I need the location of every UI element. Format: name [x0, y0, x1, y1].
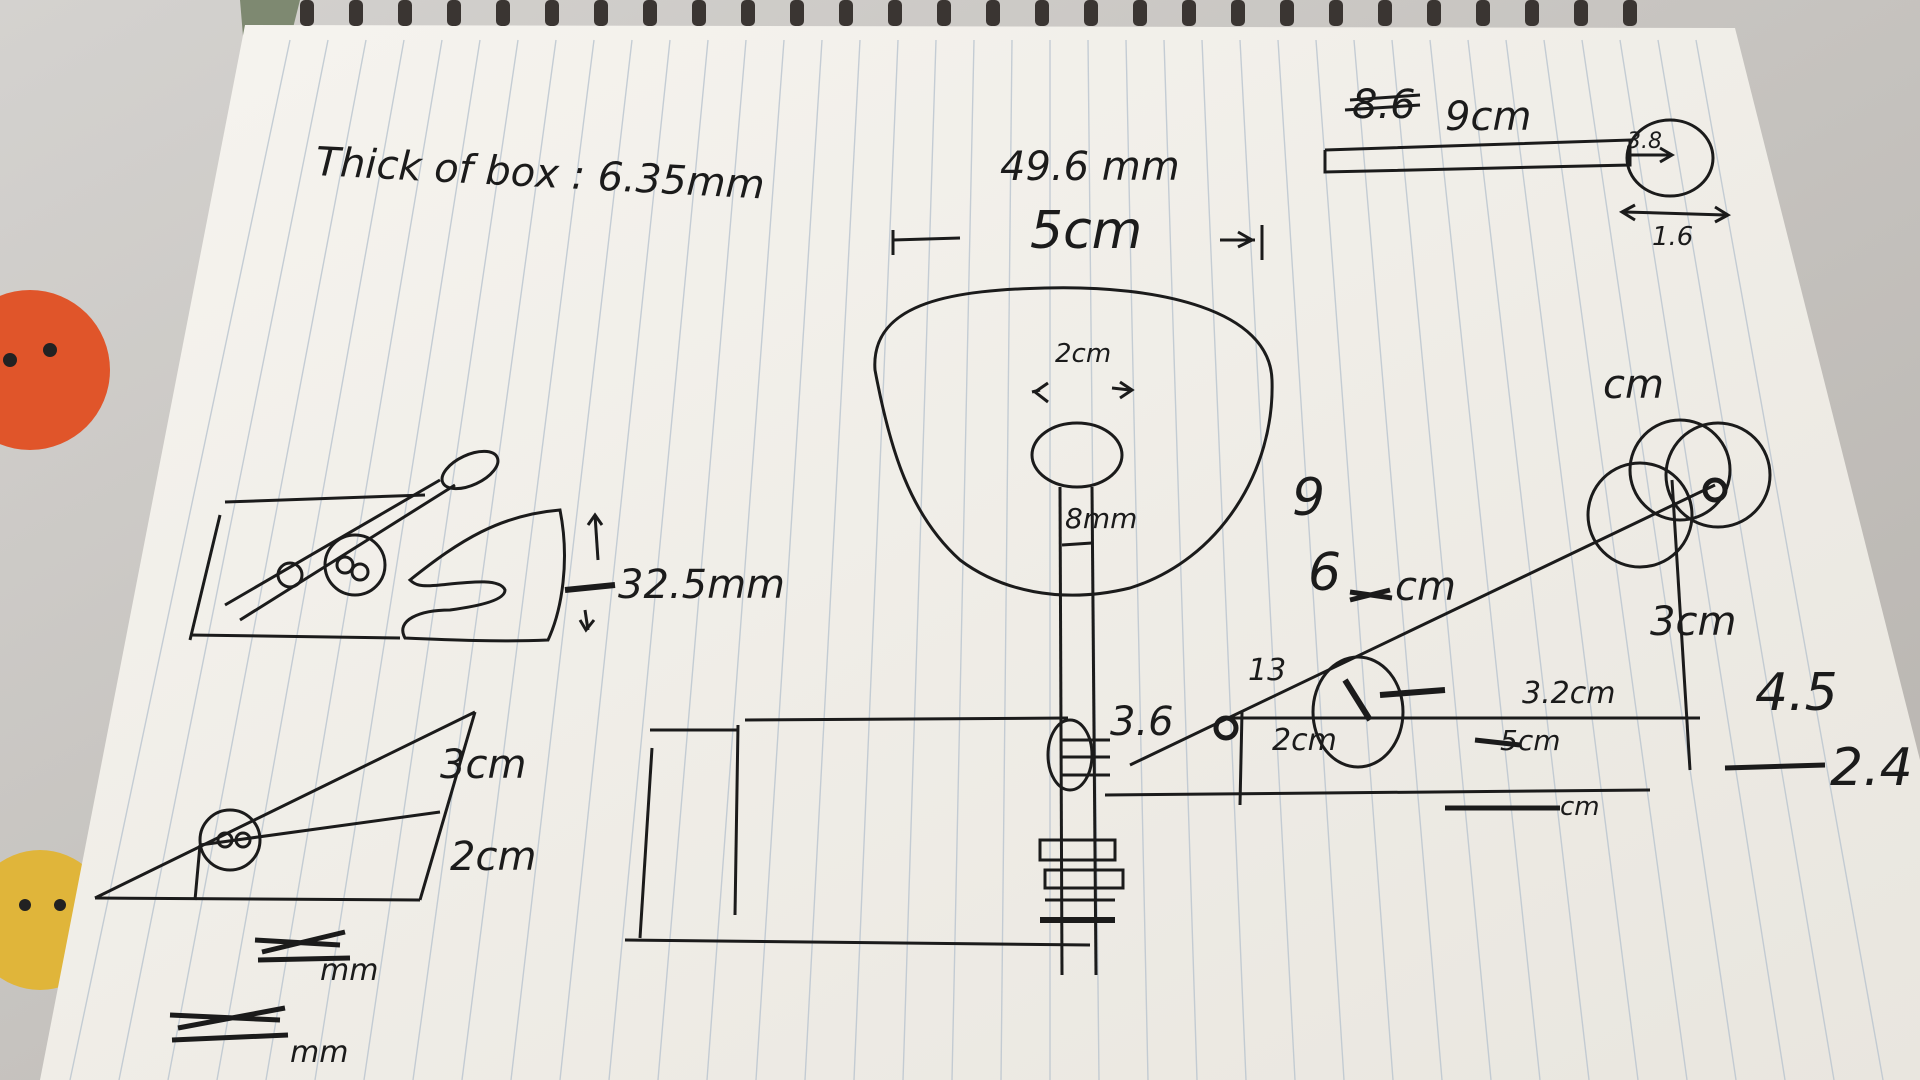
- spiral-ring: [839, 0, 853, 26]
- spiral-ring: [1427, 0, 1441, 26]
- struck-mm-1: mm: [320, 953, 378, 988]
- ruled-line: [265, 39, 443, 1080]
- ruled-line: [559, 39, 671, 1080]
- spiral-ring: [888, 0, 902, 26]
- ruled-line: [1505, 39, 1639, 1080]
- spiral-ring: [741, 0, 755, 26]
- dimension-right-3cm: 3cm: [1650, 599, 1736, 645]
- ruled-line: [1391, 39, 1492, 1080]
- dimension-shaft-8mm: 8mm: [1065, 502, 1137, 535]
- orange-smiley-sticker: [0, 290, 110, 450]
- ruled-line: [167, 39, 367, 1080]
- left-triangle-sketch: [94, 710, 477, 1043]
- ruled-line: [608, 39, 709, 1080]
- dimension-5cm: 5cm: [1030, 201, 1142, 261]
- ruled-line: [1125, 39, 1149, 1080]
- ruled-line: [510, 39, 633, 1080]
- ruled-line: [69, 39, 291, 1080]
- right-bottom-cm: cm: [1560, 792, 1600, 822]
- ruled-line: [1000, 39, 1013, 1080]
- spiral-ring: [300, 0, 314, 26]
- ruled-line: [1277, 39, 1345, 1080]
- ruled-line: [1429, 39, 1541, 1080]
- dimension-3-2cm: 3.2cm: [1522, 676, 1615, 711]
- center-head-sketch: [873, 286, 1274, 976]
- ruled-line: [902, 39, 937, 1080]
- struck-8-6: 8.6: [1352, 82, 1416, 128]
- spiral-ring: [1084, 0, 1098, 26]
- right-lever-sketch: [1104, 418, 1826, 811]
- struck-scribble-6cm: [1349, 587, 1393, 603]
- ruled-line: [755, 39, 823, 1080]
- ruled-line: [1315, 39, 1394, 1080]
- spiral-ring: [398, 0, 412, 26]
- ruled-line: [1467, 39, 1590, 1080]
- left-mechanism-sketch: [188, 449, 616, 643]
- dimension-5cm-arrows: [891, 225, 1264, 260]
- struck-5cm: 5cm: [1500, 724, 1560, 757]
- spiral-ring: [643, 0, 657, 26]
- spiral-ring: [692, 0, 706, 26]
- dimension-right-2cm: 2cm: [1272, 723, 1337, 758]
- right-scribble-cm: cm: [1603, 362, 1664, 408]
- spiral-ring: [1476, 0, 1490, 26]
- ruled-line: [118, 39, 329, 1080]
- struck-mm-2: mm: [290, 1035, 348, 1070]
- spiral-ring: [986, 0, 1000, 26]
- ruled-line: [657, 39, 747, 1080]
- spiral-ring: [1329, 0, 1343, 26]
- ruled-line: [804, 39, 861, 1080]
- ruled-line: [314, 39, 481, 1080]
- center-box-sketch: [624, 716, 1125, 947]
- dimension-left-3cm: 3cm: [440, 742, 526, 788]
- label-13: 13: [1248, 653, 1286, 688]
- spiral-ring: [1378, 0, 1392, 26]
- dimension-49-6mm: 49.6 mm: [1000, 144, 1180, 190]
- spiral-binding: [300, 0, 1637, 26]
- ruled-line: [412, 39, 557, 1080]
- ruled-line: [461, 39, 595, 1080]
- spiral-ring: [790, 0, 804, 26]
- ruled-line: [706, 39, 785, 1080]
- spiral-ring: [1525, 0, 1539, 26]
- spiral-ring: [1035, 0, 1049, 26]
- top-right-bar-sketch: [1323, 93, 1732, 224]
- ruled-line: [951, 39, 975, 1080]
- spiral-ring: [447, 0, 461, 26]
- label-2-4: 2.4: [1830, 738, 1913, 798]
- dimension-9cm: 9cm: [1445, 94, 1531, 140]
- label-4-5: 4.5: [1755, 663, 1838, 723]
- spiral-ring: [1182, 0, 1196, 26]
- ruled-line: [1353, 39, 1443, 1080]
- notebook-page: [40, 25, 1920, 1080]
- ruled-line: [1201, 39, 1247, 1080]
- ruled-line: [1163, 39, 1198, 1080]
- ruled-line: [853, 39, 899, 1080]
- dimension-left-2cm: 2cm: [450, 834, 536, 880]
- spiral-ring: [1231, 0, 1245, 26]
- ruled-line: [1581, 39, 1737, 1080]
- spiral-ring: [1623, 0, 1637, 26]
- spiral-ring: [1280, 0, 1294, 26]
- dimension-32-5mm: 32.5mm: [618, 562, 785, 608]
- label-6: 6: [1308, 543, 1341, 603]
- spiral-ring: [937, 0, 951, 26]
- ruled-line: [1239, 39, 1296, 1080]
- dimension-3-6: 3.6: [1110, 699, 1174, 745]
- spiral-ring: [496, 0, 510, 26]
- dimension-head-2cm: 2cm: [1055, 339, 1111, 369]
- spiral-ring: [594, 0, 608, 26]
- ruled-line: [363, 39, 519, 1080]
- spiral-ring: [1574, 0, 1588, 26]
- label-6-cm: cm: [1395, 564, 1456, 610]
- dimension-1-6: 1.6: [1652, 222, 1693, 252]
- spiral-ring: [1133, 0, 1147, 26]
- spiral-ring: [349, 0, 363, 26]
- ruled-line: [216, 39, 405, 1080]
- label-9: 9: [1292, 468, 1325, 528]
- dimension-3-8: 3.8: [1627, 129, 1662, 154]
- spiral-ring: [545, 0, 559, 26]
